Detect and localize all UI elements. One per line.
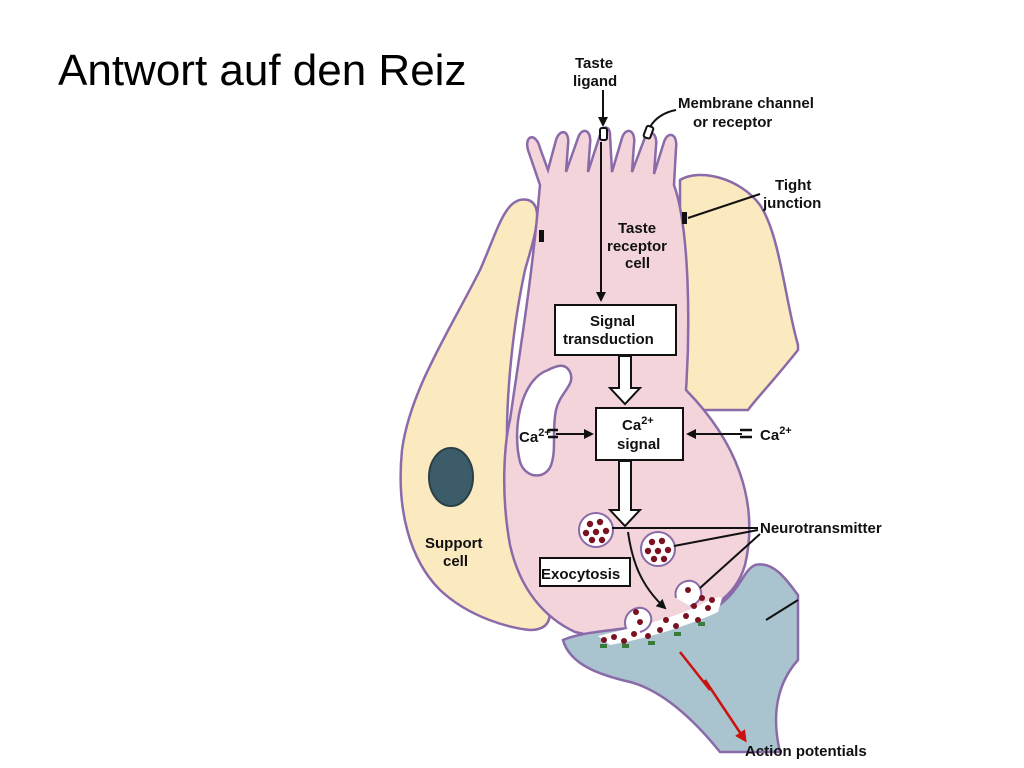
- synaptic-cleft: [598, 597, 722, 645]
- vesicle-1: [578, 512, 614, 548]
- label-ca-right: Ca2+: [760, 425, 792, 444]
- leader-nt-2: [673, 529, 759, 547]
- hollow-arrow-2: [607, 460, 643, 528]
- label-receptor-3: cell: [625, 255, 650, 272]
- label-support-2: cell: [443, 553, 468, 570]
- postsynaptic-receptors: [600, 622, 705, 648]
- ca-signal-label-2: signal: [617, 436, 660, 453]
- arrow-exocytosis: [627, 531, 667, 610]
- released-neurotransmitters: [601, 595, 715, 644]
- label-ca-left: Ca2+: [519, 427, 551, 446]
- leader-tight-junction: [687, 193, 761, 219]
- label-tight-1: Tight: [775, 177, 811, 194]
- label-receptor-2: receptor: [607, 238, 667, 255]
- tight-junction-right: [682, 212, 687, 224]
- nucleus: [428, 447, 474, 507]
- vesicle-fusing-1: [623, 607, 653, 633]
- label-action-potentials: Action potentials: [745, 743, 867, 760]
- label-neurotransmitter: Neurotransmitter: [760, 520, 882, 537]
- ca-signal-label-1: Ca2+: [622, 415, 654, 434]
- signal-transduction-label-1: Signal: [590, 313, 635, 330]
- label-membrane-2: or receptor: [693, 114, 772, 131]
- leader-membrane: [649, 109, 677, 128]
- channel-marker-1: [599, 127, 608, 141]
- right-support-cell: [678, 173, 800, 412]
- label-support-1: Support: [425, 535, 483, 552]
- ca-signal-box: [595, 407, 684, 461]
- page-title: Antwort auf den Reiz: [58, 46, 467, 95]
- label-receptor-1: Taste: [618, 220, 656, 237]
- label-tight-2: junction: [762, 195, 821, 212]
- exocytosis-box: [539, 557, 631, 587]
- signal-transduction-box: [554, 304, 677, 356]
- hollow-arrow-1: [607, 355, 643, 406]
- label-taste-ligand-2: ligand: [573, 73, 617, 90]
- tight-junction-left: [539, 230, 544, 242]
- vesicle-2: [640, 531, 676, 567]
- label-taste-ligand-1: Taste: [575, 55, 613, 72]
- signal-transduction-label-2: transduction: [563, 331, 654, 348]
- label-exocytosis: Exocytosis: [541, 566, 620, 583]
- leader-neuron: [765, 599, 799, 621]
- action-potential-arrow: [679, 651, 747, 743]
- label-membrane-1: Membrane channel: [678, 95, 814, 112]
- leader-nt-3: [699, 533, 761, 589]
- organelle: [515, 364, 573, 477]
